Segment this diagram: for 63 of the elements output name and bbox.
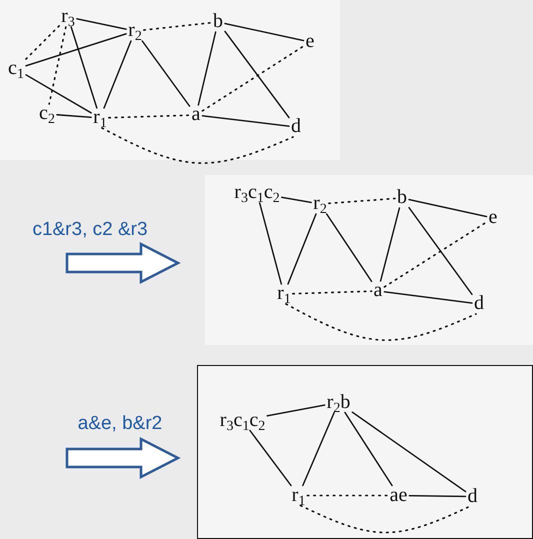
graph-panel	[0, 0, 340, 160]
graph-panel	[197, 365, 533, 539]
edge-line	[56, 114, 92, 118]
edge-line	[352, 412, 466, 492]
dotted-edge	[384, 221, 488, 288]
vertex-label: ae	[388, 484, 408, 504]
edge-line	[302, 412, 335, 486]
vertex-label: r$_{2}$b	[326, 392, 352, 412]
dotted-edge	[108, 114, 190, 119]
graph-panel	[205, 175, 533, 345]
edge-line	[249, 430, 292, 486]
edge-line	[142, 40, 190, 107]
vertex-label: a	[372, 280, 384, 300]
edge-line	[25, 33, 127, 67]
vertex-label: r$_{3}$	[60, 6, 76, 26]
vertex-label: d	[290, 116, 302, 136]
dotted-edge	[25, 25, 60, 60]
edge-line	[258, 202, 282, 285]
vertex-label: r$_{1}$	[92, 107, 108, 127]
vertex-label: b	[212, 11, 224, 31]
vertex-label: r$_{2}$	[312, 193, 328, 213]
edge-line	[408, 198, 488, 218]
edge-line	[266, 404, 326, 417]
dotted-edge	[292, 290, 372, 295]
dotted-edge	[143, 22, 212, 31]
dotted-edge	[101, 127, 294, 164]
vertex-label: d	[466, 486, 478, 506]
vertex-label: e	[304, 31, 316, 51]
vertex-label: b	[396, 187, 408, 207]
edge-line	[224, 30, 290, 118]
edge-line	[326, 213, 372, 282]
edge-line	[76, 18, 127, 30]
vertex-label: a	[190, 104, 202, 124]
vertex-label: r$_{2}$	[127, 20, 143, 40]
edge-line	[25, 74, 92, 114]
edge-line	[198, 31, 216, 106]
dotted-edge	[328, 198, 396, 204]
dotted-edge	[285, 303, 477, 341]
edge-line	[202, 115, 290, 127]
edge-line	[224, 22, 304, 42]
edge-line	[344, 412, 393, 486]
edge-line	[281, 196, 312, 204]
edge-line	[380, 207, 400, 282]
vertex-label: c$_{2}$	[38, 103, 56, 123]
dotted-edge	[48, 26, 67, 105]
edge-line	[103, 40, 132, 109]
edge-line	[408, 494, 466, 498]
edge-line	[287, 213, 317, 285]
dotted-edge	[306, 494, 388, 496]
dotted-edge	[300, 504, 470, 534]
vertex-label: c$_{1}$	[7, 58, 25, 78]
vertex-label: d	[473, 293, 485, 313]
dotted-edge	[202, 45, 304, 112]
vertex-label: e	[488, 207, 498, 227]
edge-line	[70, 26, 98, 109]
vertex-label: r$_{1}$	[276, 283, 292, 303]
edge-line	[408, 206, 473, 296]
vertex-label: r$_{1}$	[290, 484, 306, 504]
vertex-label: r$_{3}$c$_{1}$c$_{2}$	[218, 410, 266, 430]
vertex-label: r$_{3}$c$_{1}$c$_{2}$	[233, 182, 281, 202]
step-label: c1&r3, c2 &r3	[32, 219, 148, 241]
edge-line	[384, 291, 473, 304]
step-label: a&e, b&r2	[78, 413, 162, 435]
